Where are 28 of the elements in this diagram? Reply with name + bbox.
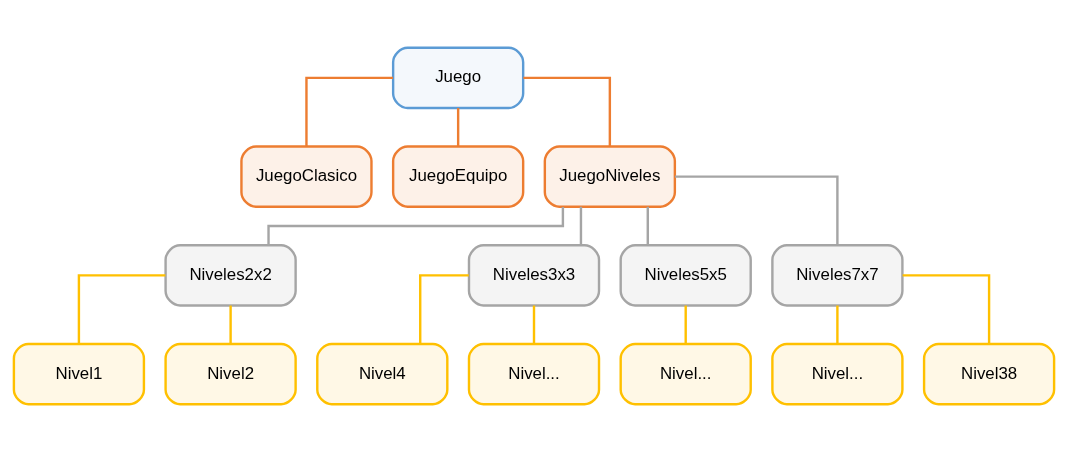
- connector: [523, 76, 612, 147]
- node-box: Niveles3x3: [467, 244, 601, 307]
- node-box: JuegoNiveles: [543, 145, 677, 208]
- node-box: Nivel1: [12, 342, 146, 406]
- node-box: Juego: [391, 46, 525, 110]
- node-box: Niveles5x5: [619, 244, 752, 307]
- node-box: Nivel...: [771, 342, 904, 406]
- connector: [836, 305, 839, 344]
- connector: [684, 305, 687, 344]
- connector: [902, 274, 991, 344]
- node-box: JuegoEquipo: [391, 145, 525, 208]
- node-box: Nivel2: [164, 342, 297, 406]
- connector: [532, 305, 536, 344]
- node-box: Nivel4: [316, 342, 449, 406]
- connector: [305, 76, 393, 147]
- connector: [456, 108, 460, 147]
- connector: [579, 206, 583, 246]
- node-box: Niveles7x7: [771, 244, 904, 307]
- node-box: Nivel38: [922, 342, 1056, 406]
- node-box: Nivel...: [619, 342, 752, 406]
- connector: [77, 274, 166, 344]
- connector: [229, 305, 232, 344]
- connector: [646, 206, 649, 246]
- node-box: Niveles2x2: [164, 244, 297, 307]
- connector: [675, 175, 839, 246]
- connector: [419, 274, 469, 344]
- node-box: JuegoClasico: [240, 145, 373, 208]
- node-box: Nivel...: [467, 342, 601, 406]
